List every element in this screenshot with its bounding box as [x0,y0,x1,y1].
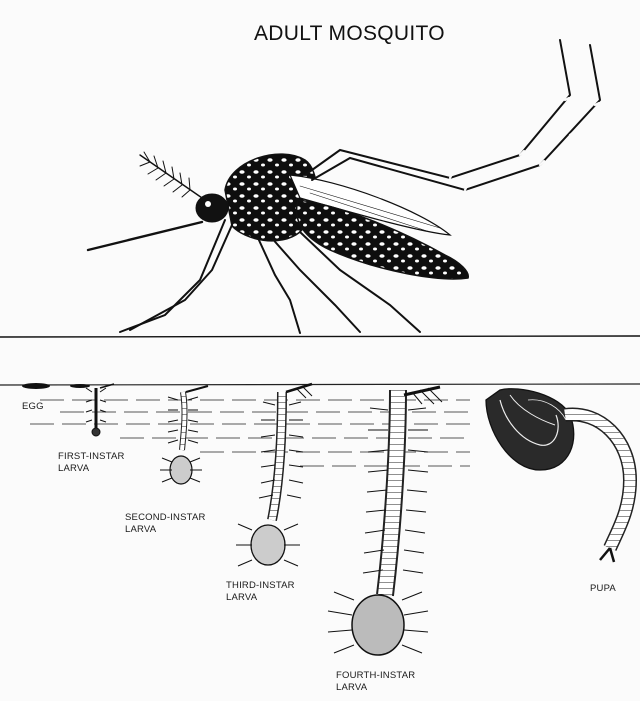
mosquito-proboscis [88,222,202,250]
third-instar-larva [236,384,312,566]
pupa [486,389,630,562]
label-first-instar: FIRST-INSTAR LARVA [58,451,125,475]
label-fourth-instar: FOURTH-INSTAR LARVA [336,670,415,694]
egg-cluster [22,383,90,389]
fourth-instar-larva [328,387,442,655]
label-pupa: PUPA [590,583,616,595]
mosquito-legs [120,40,600,333]
label-second-instar: SECOND-INSTAR LARVA [125,512,206,536]
second-instar-larva [160,386,208,484]
first-instar-larva [86,384,114,436]
label-third-instar: THIRD-INSTAR LARVA [226,580,295,604]
adult-mosquito [88,40,600,333]
mosquito-antenna [140,152,205,200]
mosquito-head [196,194,228,222]
ground-line [0,336,640,337]
label-egg: EGG [22,401,44,413]
